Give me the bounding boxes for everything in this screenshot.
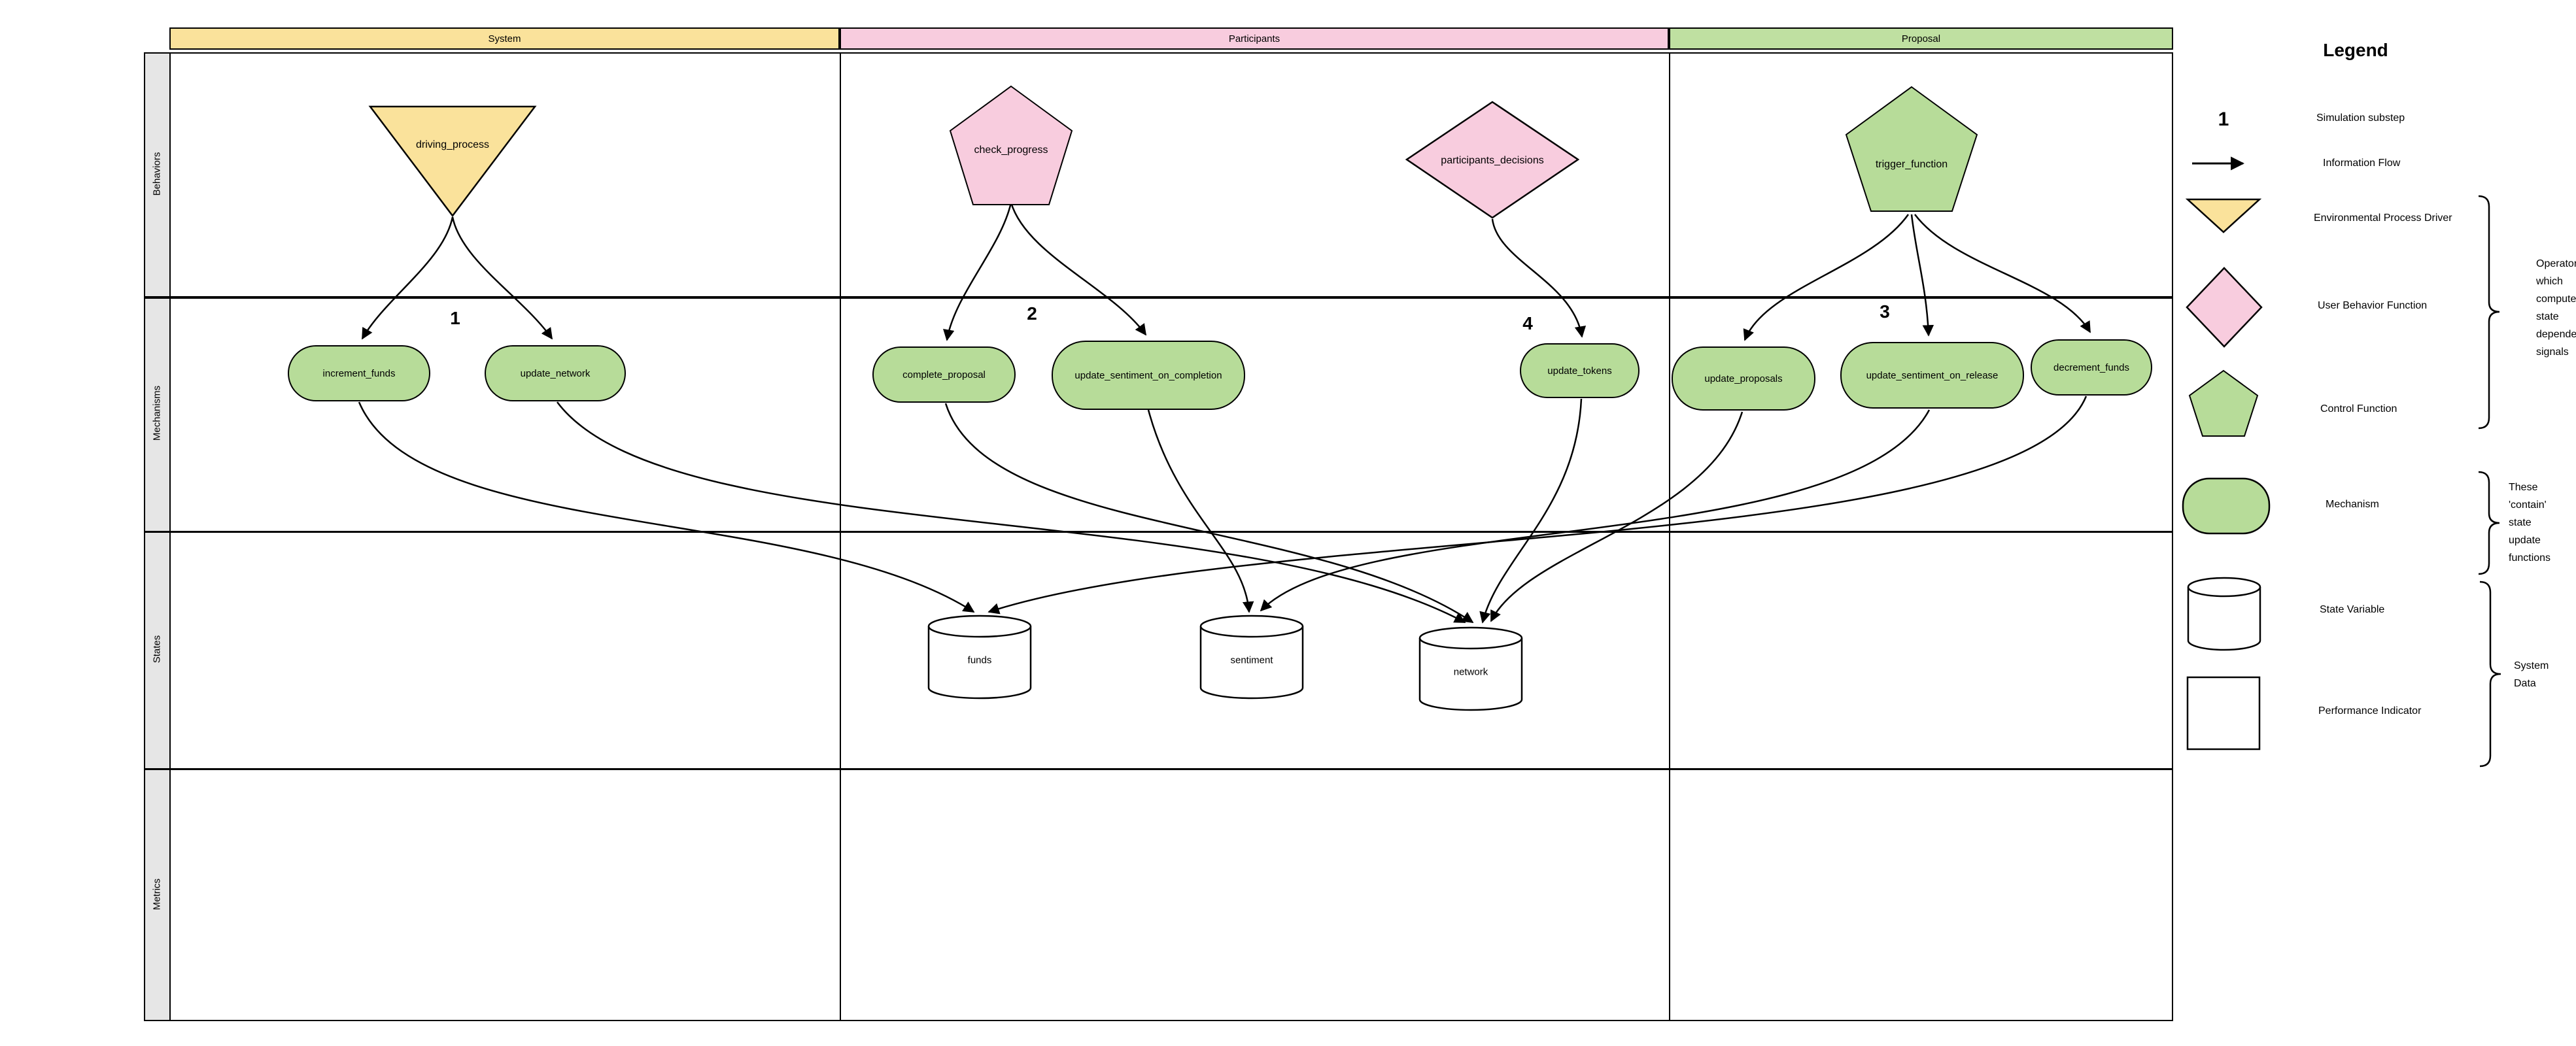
arrow-trigger_function-update_proposals: [1743, 214, 1910, 341]
legend-swatches: [2182, 156, 2271, 751]
mechanism-update-network: update_network: [485, 345, 626, 401]
trigger-function-pentagon-shape: [1845, 86, 1978, 212]
substep-number-2: 2: [1027, 303, 1037, 324]
simulation-substep-number-swatch: 1: [2218, 109, 2229, 130]
participants-decisions-diamond-shape: [1405, 101, 1580, 219]
arrow-driving_process-increment_funds: [361, 216, 454, 340]
legend-title: Legend: [2323, 40, 2388, 60]
check-progress-pentagon-shape: [949, 85, 1073, 205]
annotation-state-update-functions: These 'contain' state update functions: [2509, 482, 2551, 564]
arrow-driving_process-update_network: [451, 216, 553, 340]
mechanism-update-sentiment-on-completion-label: update_sentiment_on_completion: [1074, 369, 1222, 381]
row-divider-behaviors-mechanisms: [144, 296, 2173, 299]
column-header-system-label: System: [488, 33, 521, 44]
substep-number-3: 3: [1880, 301, 1890, 322]
column-header-system: System: [169, 27, 840, 50]
legend-label-information-flow: Information Flow: [2323, 158, 2401, 169]
arrow-update_proposals-network: [1490, 411, 1743, 622]
legend-label-environmental-process-driver: Environmental Process Driver: [2314, 212, 2452, 224]
behavior-check-progress-label: check_progress: [974, 144, 1048, 156]
sentiment-cylinder: [1199, 615, 1304, 700]
mechanism-decrement-funds: decrement_funds: [2031, 339, 2152, 396]
substep-number-1: 1: [450, 308, 460, 328]
arrow-trigger_function-decrement_funds: [1914, 214, 2091, 333]
arrow-update_network-network: [557, 401, 1466, 624]
brace-signal-operators: [2478, 195, 2500, 430]
arrow-participants_decisions-update_tokens: [1491, 218, 1587, 338]
network-cylinder: [1418, 626, 1523, 711]
state-variable-swatch: [2187, 577, 2261, 651]
user-behavior-function-swatch: [2186, 267, 2263, 348]
row-divider-mechanisms-states: [144, 531, 2173, 533]
mechanism-update-network-label: update_network: [520, 367, 591, 379]
mechanism-update-proposals: update_proposals: [1672, 346, 1815, 411]
arrow-check_progress-update_sentiment_on_completion: [1010, 202, 1147, 336]
control-function-swatch: [2188, 369, 2259, 437]
mechanism-swatch: [2182, 477, 2271, 535]
legend-label-user-behavior-function: User Behavior Function: [2318, 300, 2428, 311]
mechanism-update-proposals-label: update_proposals: [1704, 373, 1783, 384]
legend-label-performance-indicator: Performance Indicator: [2318, 705, 2422, 717]
behavior-driving-process-label: driving_process: [415, 139, 490, 150]
arrow-trigger_function-update_sentiment_on_release: [1910, 214, 1934, 337]
state-cylinders: [927, 615, 1523, 711]
legend-braces: [2478, 195, 2501, 768]
column-header-proposal: Proposal: [1669, 27, 2173, 50]
mechanism-increment-funds: increment_funds: [288, 345, 430, 401]
column-header-participants-label: Participants: [1228, 33, 1280, 44]
arrow-decrement_funds-funds: [987, 396, 2087, 615]
mechanism-complete-proposal: complete_proposal: [872, 346, 1016, 403]
column-divider-system-participants: [840, 52, 841, 1021]
arrow-update_tokens-network: [1479, 398, 1583, 624]
mechanism-update-sentiment-on-release: update_sentiment_on_release: [1840, 342, 2024, 409]
funds-cylinder: [927, 615, 1032, 700]
behavior-to-mechanism-arrows: [361, 202, 2091, 341]
mechanism-to-state-arrows: [358, 396, 2087, 624]
arrow-increment_funds-funds: [358, 401, 975, 613]
column-divider-participants-proposal: [1669, 52, 1670, 1021]
annotation-signal-operators: Operators which compute state dependent …: [2536, 258, 2576, 358]
row-divider-states-metrics: [144, 768, 2173, 770]
legend-label-simulation-substep: Simulation substep: [2316, 112, 2405, 124]
driving-process-triangle-shape: [368, 105, 537, 218]
legend-label-mechanism: Mechanism: [2326, 499, 2379, 510]
arrow-complete_proposal-network: [944, 403, 1474, 624]
mechanism-increment-funds-label: increment_funds: [322, 367, 396, 379]
brace-system-data: [2479, 581, 2501, 768]
arrow-update_sentiment_on_completion-sentiment: [1147, 409, 1254, 613]
column-header-participants: Participants: [840, 27, 1669, 50]
legend-label-control-function: Control Function: [2320, 403, 2397, 414]
arrow-update_sentiment_on_release-sentiment: [1260, 409, 1931, 612]
performance-indicator-swatch: [2186, 676, 2261, 751]
substep-number-4: 4: [1522, 313, 1533, 333]
state-sentiment-label: sentiment: [1230, 654, 1273, 666]
mechanism-update-sentiment-on-completion: update_sentiment_on_completion: [1052, 341, 1245, 410]
legend-label-state-variable: State Variable: [2320, 604, 2385, 615]
mechanism-decrement-funds-label: decrement_funds: [2053, 362, 2129, 373]
mechanism-complete-proposal-label: complete_proposal: [902, 369, 986, 380]
mechanism-update-sentiment-on-release-label: update_sentiment_on_release: [1866, 369, 1999, 381]
mechanism-update-tokens: update_tokens: [1520, 343, 1640, 398]
brace-state-update-functions: [2478, 471, 2500, 575]
behavior-participants-decisions-label: participants_decisions: [1441, 155, 1544, 166]
annotation-system-data: System Data: [2514, 660, 2549, 689]
state-funds-label: funds: [967, 654, 992, 666]
state-network-label: network: [1453, 666, 1488, 678]
column-header-proposal-label: Proposal: [1901, 33, 1941, 44]
mechanism-update-tokens-label: update_tokens: [1547, 365, 1612, 377]
behavior-trigger-function-label: trigger_function: [1875, 159, 1948, 170]
grid-area: [169, 52, 2173, 1021]
arrow-check_progress-complete_proposal: [943, 202, 1012, 341]
environmental-process-driver-swatch: [2185, 198, 2262, 233]
